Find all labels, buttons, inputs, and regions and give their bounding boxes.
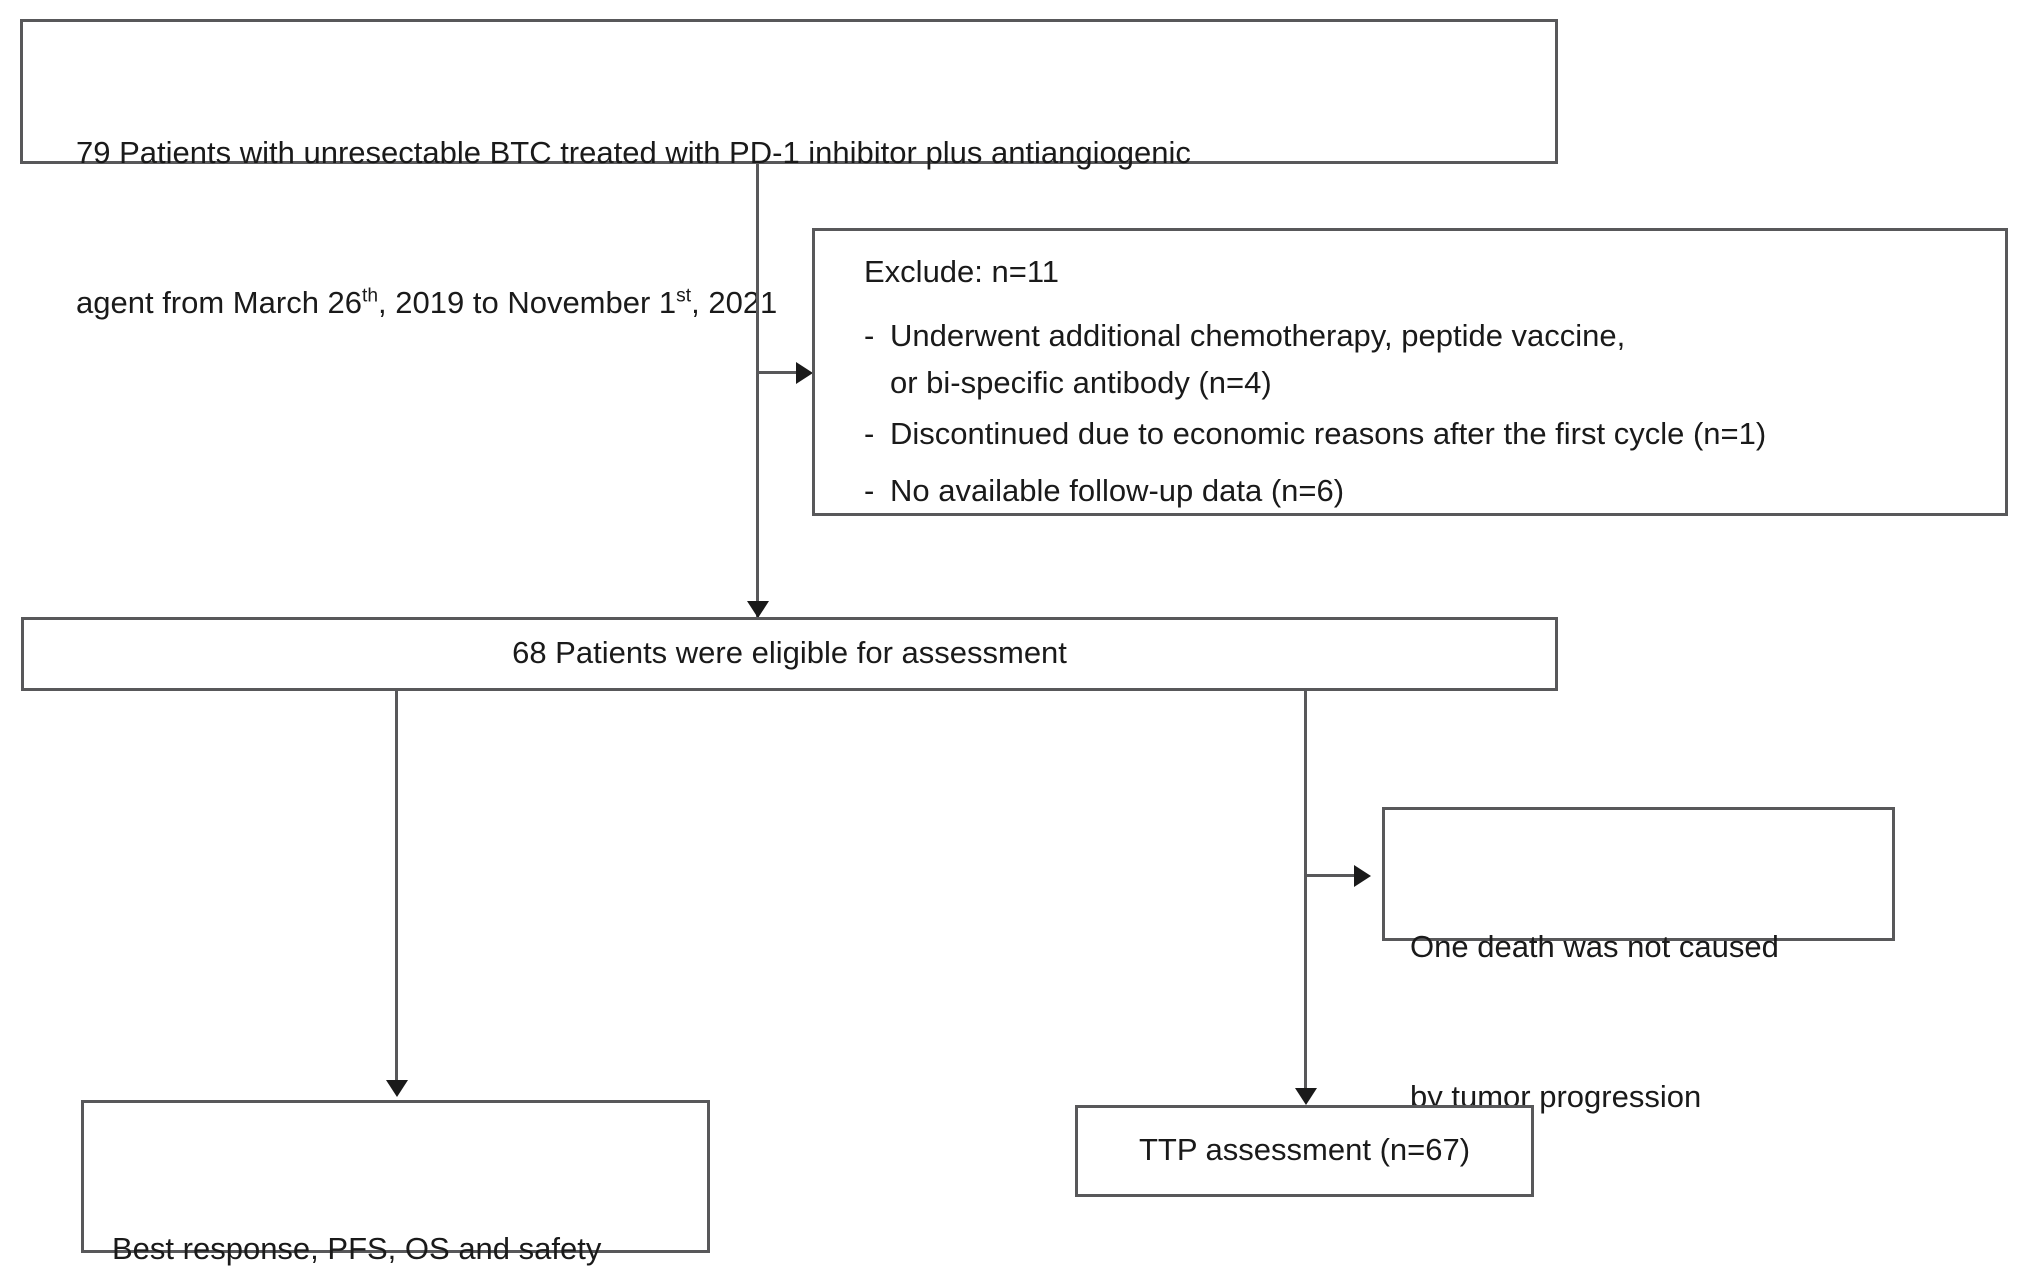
node-ttp-text: TTP assessment (n=67) [1138,1132,1471,1167]
node-enrolled-text: 79 Patients with unresectable BTC treate… [76,28,1536,428]
edge-eligible-to-bestresponse-arrowhead [386,1080,408,1097]
node-eligible-text: 68 Patients were eligible for assessment [512,635,1067,670]
node-death-note-box [1382,807,1895,941]
node-death-note-text: One death was not caused by tumor progre… [1410,822,1890,1222]
edge-ttpbranch-to-deathnote-horizontal [1304,874,1357,877]
node-enrolled-line2-part-b: , 2019 to November 1 [378,285,677,320]
bullet-dash-icon: - [864,416,875,451]
node-excluded-bullet-1-text: Underwent additional chemotherapy, pepti… [890,318,1626,400]
edge-enrolled-to-eligible-arrowhead [747,601,769,618]
node-enrolled-ordinal-st: st [676,285,692,307]
node-excluded-bullet-3: - No available follow-up data (n=6) [864,467,1984,514]
node-enrolled-line1: 79 Patients with unresectable BTC treate… [76,135,1191,170]
node-excluded-bullet-3-text: No available follow-up data (n=6) [890,473,1345,508]
bullet-dash-icon: - [864,473,875,508]
node-excluded-bullet-2-text: Discontinued due to economic reasons aft… [890,416,1767,451]
node-best-response-box [81,1100,710,1253]
node-excluded-bullet-2: - Discontinued due to economic reasons a… [864,410,1984,457]
node-best-response-text: Best response, PFS, OS and safety assess… [112,1124,702,1278]
bullet-dash-icon: - [864,318,875,353]
edge-enrolled-to-excluded-horizontal [756,371,799,374]
node-excluded-box [812,228,2008,516]
node-excluded-bullet-1: - Underwent additional chemotherapy, pep… [864,312,1984,406]
node-death-note-line1: One death was not caused [1410,929,1779,964]
edge-eligible-to-ttp-arrowhead [1295,1088,1317,1105]
node-enrolled-line2-part-c: , 2021 [691,285,778,320]
edge-eligible-to-ttp-vertical [1304,691,1307,1091]
node-best-response-line1: Best response, PFS, OS and safety [112,1231,602,1266]
edge-eligible-to-bestresponse-vertical [395,691,398,1083]
edge-enrolled-trunk-vertical [756,164,759,619]
node-enrolled-line2-part-a: agent from March 26 [76,285,363,320]
edge-ttpbranch-to-deathnote-arrowhead [1354,865,1371,887]
node-enrolled-line2: agent from March 26th, 2019 to November … [76,278,1536,328]
node-eligible-box [21,617,1558,691]
node-excluded-heading: Exclude: n=11 [864,254,1060,289]
node-ttp-box [1075,1105,1534,1197]
edge-enrolled-to-excluded-arrowhead [796,362,813,384]
node-enrolled-box [20,19,1558,164]
node-death-note-line2: by tumor progression [1410,1079,1702,1114]
node-enrolled-ordinal-th: th [362,285,379,307]
